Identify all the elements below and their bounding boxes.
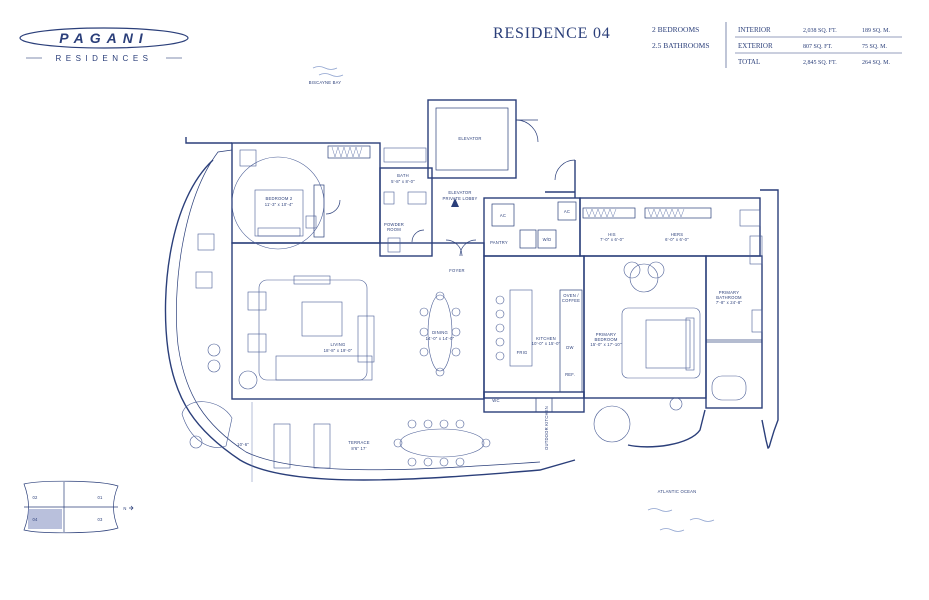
his-closet-dim: 7'-0" x 6'-0" bbox=[600, 237, 624, 242]
powder-label: POWDER bbox=[384, 222, 404, 227]
primary-bath-dim: 7'-8" x 24'-8" bbox=[716, 300, 743, 305]
ac-label-2: AC bbox=[564, 209, 570, 214]
area-table: INTERIOR 2,038 SQ. FT. 189 SQ. M. EXTERI… bbox=[735, 26, 902, 66]
atlantic-ocean-label: ATLANTIC OCEAN bbox=[658, 489, 697, 494]
dining-label: DINING bbox=[432, 330, 448, 335]
bath-dim: 5'-8" x 8'-0" bbox=[391, 179, 415, 184]
keyplan-unit-03: 03 bbox=[97, 517, 103, 522]
primary-bath-label-2: BATHROOM bbox=[716, 295, 742, 300]
keyplan-unit-01: 01 bbox=[97, 495, 103, 500]
hers-closet-dim: 6'-0" x 6'-0" bbox=[665, 237, 689, 242]
primary-bedroom-label: PRIMARY bbox=[596, 332, 616, 337]
area-sqft: 2,038 SQ. FT. bbox=[803, 28, 837, 34]
terrace-furniture bbox=[181, 233, 491, 469]
elevator-label: ELEVATOR bbox=[458, 136, 481, 141]
biscayne-bay-label: BISCAYNE BAY bbox=[309, 80, 342, 85]
ac-label: AC bbox=[500, 213, 506, 218]
his-closet-label: HIS bbox=[608, 232, 616, 237]
key-plan: 02 01 04 03 N bbox=[23, 480, 134, 534]
hers-closet-label: HERS bbox=[671, 232, 683, 237]
bedroom2-dim: 11'-3" x 10'-4" bbox=[265, 202, 294, 207]
pantry-label: PANTRY bbox=[490, 240, 508, 245]
elevator-lobby-label-2: PRIVATE LOBBY bbox=[442, 196, 477, 201]
area-sqm: 75 SQ. M. bbox=[862, 44, 888, 50]
primary-bath-label: PRIMARY bbox=[719, 290, 739, 295]
bathroom-count: 2.5 BATHROOMS bbox=[652, 41, 710, 50]
dishwasher-label: DW bbox=[566, 345, 573, 350]
frig-label: FRIG bbox=[517, 350, 528, 355]
bedroom2-label: BEDROOM 2 bbox=[266, 196, 293, 201]
refrigerator-label: REF. bbox=[565, 372, 575, 377]
dining-furniture bbox=[419, 291, 461, 377]
bedroom2-furniture bbox=[231, 149, 325, 250]
area-label: EXTERIOR bbox=[738, 42, 773, 50]
bath-label: BATH bbox=[397, 173, 409, 178]
terrace-dim: 8'6" 17' bbox=[351, 446, 366, 451]
living-furniture bbox=[238, 275, 375, 390]
walls bbox=[231, 99, 763, 413]
east-balcony bbox=[760, 189, 779, 449]
balcony-outline bbox=[164, 137, 576, 481]
dining-dim: 14'-0" x 14'-0" bbox=[426, 336, 455, 341]
elevator-lobby-label: ELEVATOR bbox=[448, 190, 471, 195]
primary-bath-fixtures bbox=[705, 235, 763, 401]
oven-label: OVEN / bbox=[563, 293, 579, 298]
keyplan-unit-02: 02 bbox=[32, 495, 38, 500]
area-label: INTERIOR bbox=[738, 26, 771, 34]
bedroom-count: 2 BEDROOMS bbox=[652, 25, 699, 34]
keyplan-unit-04: 04 bbox=[32, 517, 38, 522]
wc-label: WC bbox=[492, 398, 499, 403]
kitchen-furniture bbox=[495, 289, 583, 393]
brand-logo: PAGANI RESIDENCES bbox=[19, 27, 189, 63]
area-sqm: 189 SQ. M. bbox=[862, 28, 891, 34]
primary-bedroom-label-2: BEDROOM bbox=[594, 337, 617, 342]
kitchen-dim: 10'-0" x 15'-0" bbox=[532, 341, 561, 346]
area-label: TOTAL bbox=[738, 58, 760, 66]
powder-label-2: ROOM bbox=[387, 227, 401, 232]
doors bbox=[325, 119, 576, 257]
area-sqm: 264 SQ. M. bbox=[862, 60, 891, 66]
primary-bedroom-furniture bbox=[593, 261, 701, 443]
foyer-label: FOYER bbox=[449, 268, 464, 273]
outdoor-kitchen-label: OUTDOOR KITCHEN bbox=[544, 406, 549, 450]
living-dim: 18'-8" x 19'-0" bbox=[324, 348, 353, 353]
kitchen-label: KITCHEN bbox=[536, 336, 556, 341]
area-sqft: 2,845 SQ. FT. bbox=[803, 60, 837, 66]
logo-text: PAGANI bbox=[59, 30, 148, 46]
area-sqft: 807 SQ. FT. bbox=[803, 44, 833, 50]
living-label: LIVING bbox=[331, 342, 346, 347]
water-marks bbox=[312, 66, 715, 532]
residence-title: RESIDENCE 04 bbox=[493, 25, 611, 42]
terrace-label: TERRACE bbox=[348, 440, 369, 445]
closets bbox=[313, 145, 712, 238]
terrace-depth: 10'-6" bbox=[237, 442, 249, 447]
primary-bedroom-dim: 15'-0" x 17'-10" bbox=[590, 342, 622, 347]
wd-label: W/D bbox=[543, 237, 552, 242]
north-arrow-label: N bbox=[123, 506, 126, 511]
logo-subtext: RESIDENCES bbox=[55, 54, 152, 63]
oven-label-2: COFFEE bbox=[562, 298, 580, 303]
